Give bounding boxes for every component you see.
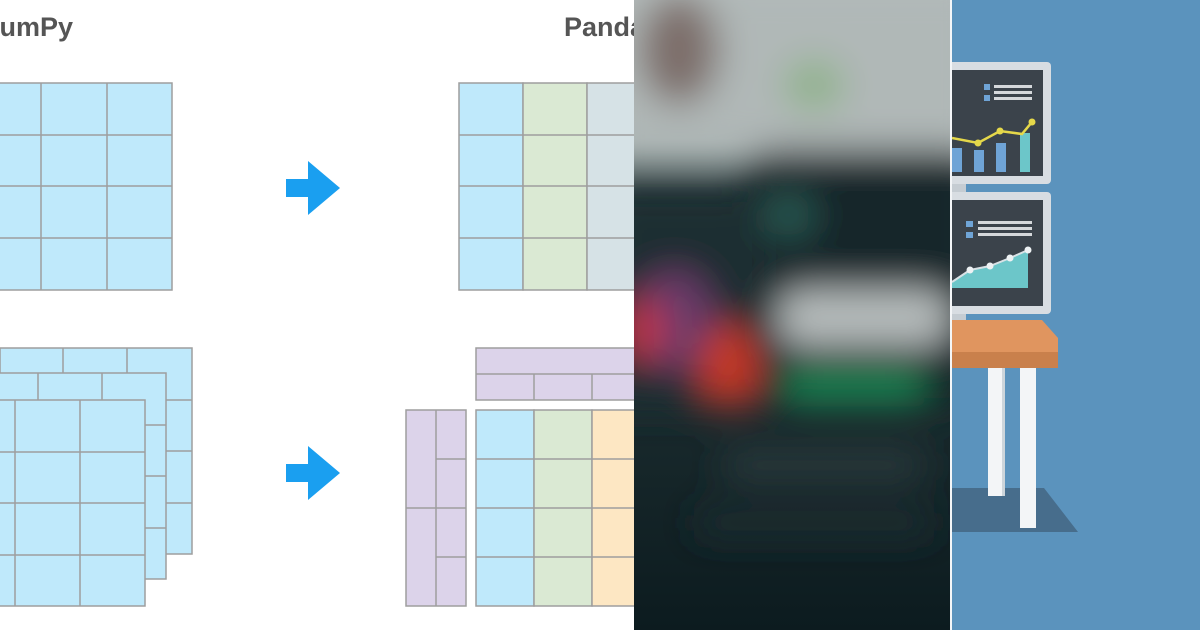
desk-shadow [952, 488, 1078, 532]
bar-mark [1020, 133, 1030, 172]
row-index-block [405, 409, 467, 607]
bottom-monitor [952, 192, 1051, 322]
column-header-block [475, 347, 634, 401]
numpy-pandas-diagram-panel: NumPy Pandas [0, 12, 634, 607]
blurred-photo [634, 0, 950, 630]
pandas-title: Pandas [564, 12, 634, 42]
pandas-dataframe [458, 82, 634, 291]
array-layer-front [0, 399, 146, 607]
top-monitor [952, 62, 1051, 192]
monitor-desk-illustration [952, 0, 1200, 630]
blurred-photo-panel [634, 0, 950, 630]
pandas-labeled-dataframe [405, 347, 634, 607]
bar-mark [996, 143, 1006, 172]
bar-mark [974, 150, 984, 172]
bar-mark [952, 148, 962, 172]
dataframe-values-block [475, 409, 634, 607]
numpy-title: NumPy [0, 12, 74, 42]
analytics-illustration-panel [952, 0, 1200, 630]
numpy-3d-array [0, 347, 193, 607]
panel-divider [950, 0, 952, 630]
diagram-graphic [0, 82, 634, 607]
array-to-dataframe-arrow [286, 161, 340, 215]
desk [952, 320, 1058, 528]
numpy-2d-array [0, 82, 173, 291]
ndarray-to-panel-arrow [286, 446, 340, 500]
